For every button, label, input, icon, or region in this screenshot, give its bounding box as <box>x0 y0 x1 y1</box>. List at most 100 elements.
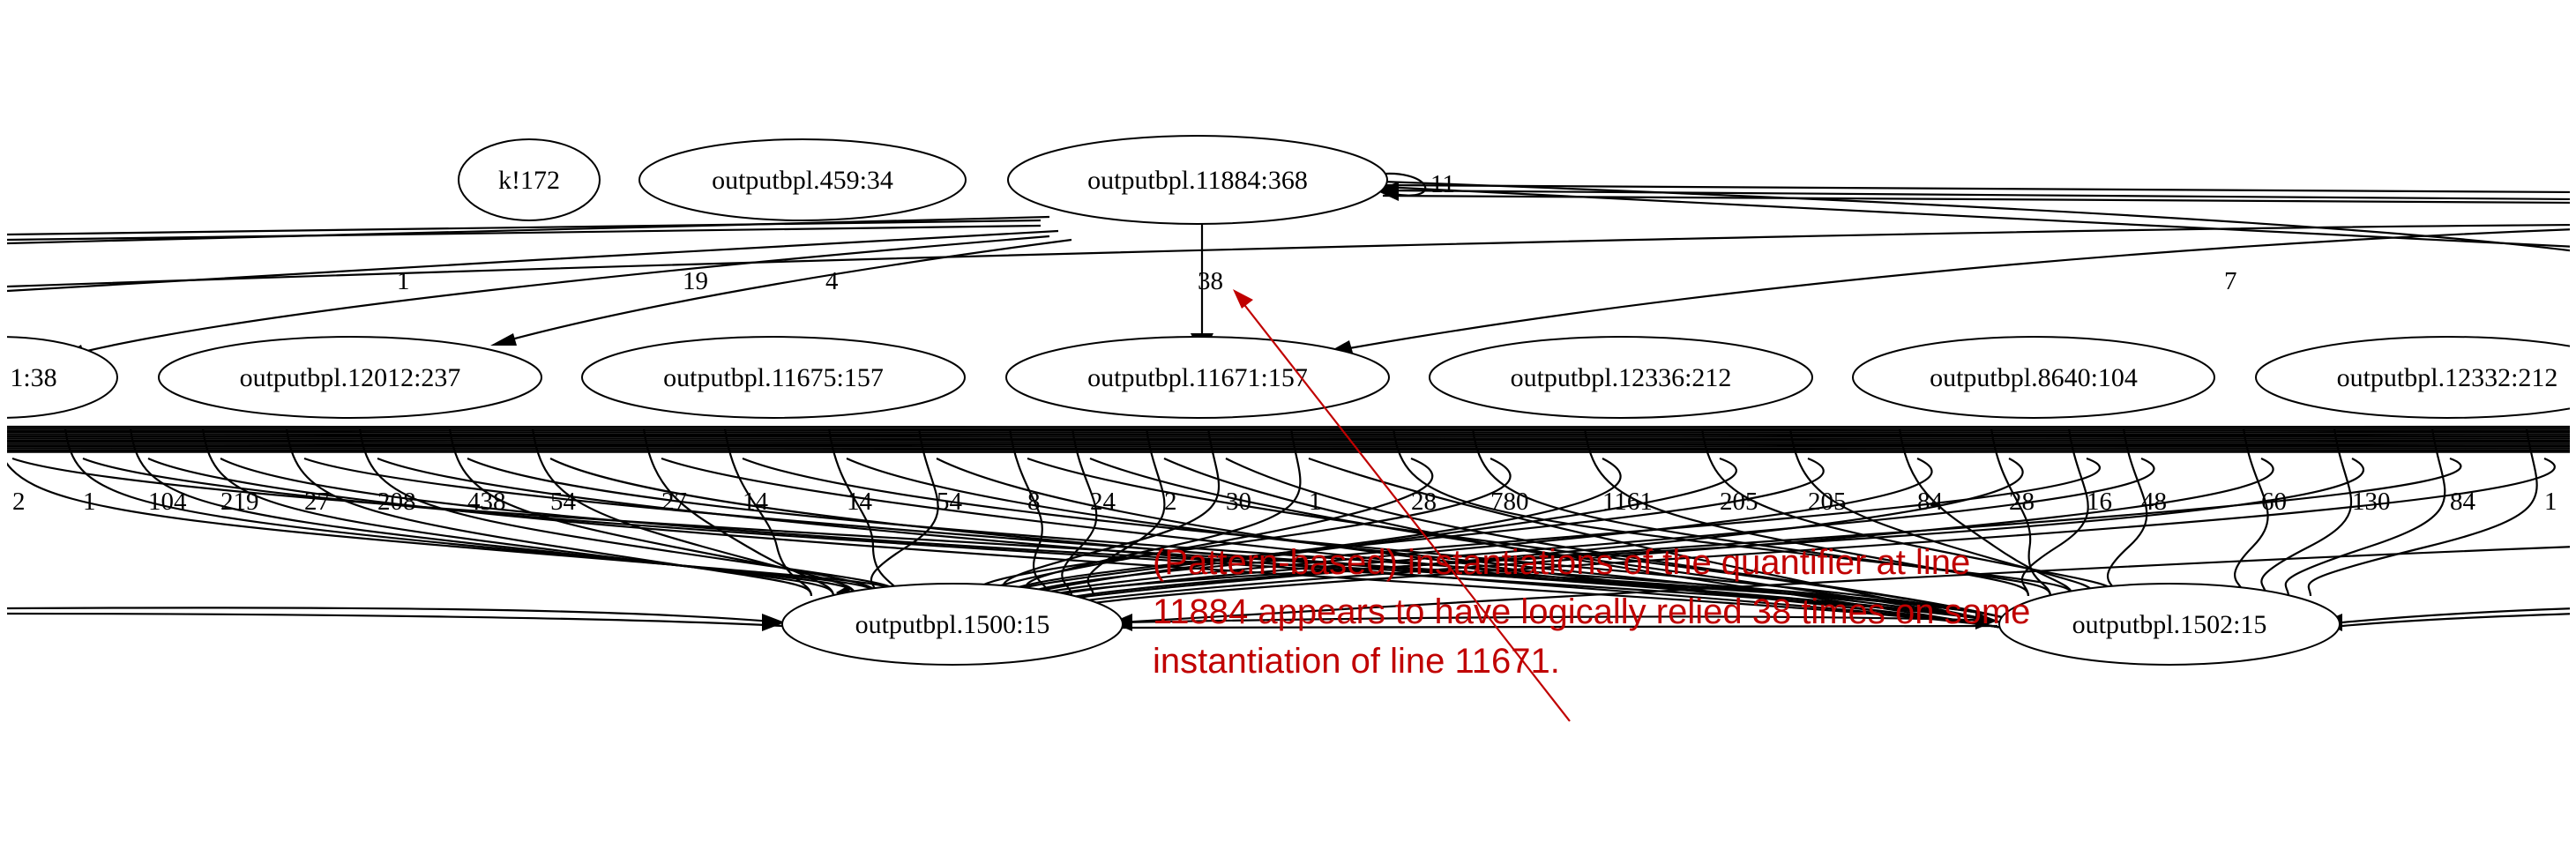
svg-text:outputbpl.11675:157: outputbpl.11675:157 <box>663 363 884 392</box>
bottom-edge <box>201 428 835 597</box>
bottom-edge <box>2020 428 2089 597</box>
svg-text:outputbpl.12336:212: outputbpl.12336:212 <box>1511 363 1732 392</box>
bottom-edge <box>642 428 835 597</box>
bottom-edge-label: 27 <box>304 488 330 516</box>
bottom-edge-label: 205 <box>1808 488 1847 516</box>
edge-label-to-12012-b: 4 <box>825 267 839 295</box>
svg-text:outputbpl.11671:157: outputbpl.11671:157 <box>1087 363 1308 392</box>
svg-text:outputbpl.12012:237: outputbpl.12012:237 <box>240 363 461 392</box>
node-11671[interactable]: outputbpl.11671:157 <box>1005 336 1390 419</box>
annotation-arrow <box>1233 289 1571 722</box>
bottom-edge-label: 60 <box>2261 488 2287 516</box>
node-12332[interactable]: outputbpl.12332:212 <box>2255 336 2576 419</box>
node-1502[interactable]: outputbpl.1502:15 <box>1998 583 2341 666</box>
annotation-line-3: instantiation of line 11671. <box>1153 642 1560 681</box>
bottom-edge-label: 219 <box>220 488 259 516</box>
bottom-edge-label: 54 <box>937 488 963 516</box>
node-11675[interactable]: outputbpl.11675:157 <box>581 336 966 419</box>
bottom-edge-label: 28 <box>1411 488 1437 516</box>
cross-edge <box>377 457 2003 629</box>
bundle-edge <box>7 436 2570 441</box>
svg-text:outputbpl.8640:104: outputbpl.8640:104 <box>1930 363 2138 392</box>
cross-edge <box>147 457 2003 629</box>
node-12336[interactable]: outputbpl.12336:212 <box>1429 336 1813 419</box>
svg-text:outputbpl.1502:15: outputbpl.1502:15 <box>2072 610 2267 639</box>
bundle-edge <box>7 445 2570 451</box>
edge-label-to-12012-a: 19 <box>683 267 708 295</box>
bottom-edge-label: 1 <box>83 488 96 516</box>
bottom-edge <box>1898 428 2074 597</box>
bundle-edge <box>7 438 2570 443</box>
edge-label-to-partial: 1 <box>397 267 410 295</box>
bottom-edge-label: 780 <box>1490 488 1529 516</box>
node-k172[interactable]: k!172 <box>458 138 601 221</box>
edge-label-self-loop: 11 <box>1430 170 1455 198</box>
bottom-edge <box>2234 428 2269 597</box>
self-loop-edge <box>1375 172 1427 197</box>
bundle-edge <box>7 450 2570 454</box>
bottom-edge <box>448 428 879 597</box>
long-bottom-edge <box>1119 546 2570 624</box>
svg-text:k!172: k!172 <box>498 166 560 195</box>
bottom-edge-label: 30 <box>1226 488 1251 516</box>
bottom-edge <box>2260 428 2353 597</box>
bottom-edge-label: 14 <box>847 488 873 516</box>
bottom-edge <box>531 428 857 597</box>
svg-text:outputbpl.1500:15: outputbpl.1500:15 <box>855 610 1050 639</box>
annotation-line-1: (Pattern-based) instantiations of the qu… <box>1153 543 1971 582</box>
bottom-edge <box>1583 428 2030 597</box>
bottom-edge <box>827 428 901 597</box>
node-8640[interactable]: outputbpl.8640:104 <box>1852 336 2215 419</box>
long-bottom-edge <box>2341 613 2570 628</box>
bottom-edge <box>1788 428 2096 597</box>
node-11884[interactable]: outputbpl.11884:368 <box>1007 135 1388 225</box>
long-bottom-edge <box>7 612 784 628</box>
bundle-edge <box>7 440 2570 444</box>
bottom-edge <box>358 428 901 597</box>
bottom-edge-label: 1 <box>1309 488 1322 516</box>
node-459[interactable]: outputbpl.459:34 <box>638 138 967 221</box>
cross-edge <box>1163 457 2003 629</box>
svg-text:1:38: 1:38 <box>10 363 56 392</box>
bottom-edge-label: 2 <box>12 488 26 516</box>
bottom-edge-label: 208 <box>377 488 416 516</box>
bottom-edge-label: 84 <box>1917 488 1944 516</box>
long-bottom-edge <box>1119 615 1998 624</box>
bundle-edge <box>7 442 2570 447</box>
cross-edge <box>846 457 2003 624</box>
cross-edge <box>220 458 2003 619</box>
bottom-edge <box>7 462 901 597</box>
node-1500[interactable]: outputbpl.1500:15 <box>781 583 1124 666</box>
long-bottom-edge <box>7 607 784 624</box>
bottom-edge <box>1086 428 1166 597</box>
bottom-edge-label: 2 <box>1164 488 1177 516</box>
bottom-edge-label: 130 <box>2352 488 2391 516</box>
bottom-edge <box>129 428 857 597</box>
bottom-edge <box>2307 428 2538 597</box>
bottom-edge-label: 8 <box>1027 488 1041 516</box>
bundle-edge <box>7 443 2570 449</box>
svg-text:outputbpl.459:34: outputbpl.459:34 <box>712 166 893 195</box>
bottom-edge-label: 14 <box>743 488 769 516</box>
bottom-edge <box>285 428 813 597</box>
bottom-edges <box>7 424 2570 629</box>
bottom-edge-label: 84 <box>2450 488 2476 516</box>
bottom-edge-label: 27 <box>661 488 687 516</box>
annotation-line-2: 11884 appears to have logically relied 3… <box>1153 592 2031 631</box>
bottom-edge <box>1471 428 2052 597</box>
svg-text:outputbpl.11884:368: outputbpl.11884:368 <box>1087 166 1308 195</box>
node-partial-1-38[interactable]: 1:38 <box>0 336 118 419</box>
long-bottom-edge <box>2341 607 2570 624</box>
bottom-edge-label: 1161 <box>1602 488 1653 516</box>
svg-text:outputbpl.12332:212: outputbpl.12332:212 <box>2337 363 2558 392</box>
bottom-edge-label: 205 <box>1720 488 1758 516</box>
bottom-edge-label: 54 <box>550 488 577 516</box>
bundle-edge <box>7 448 2570 452</box>
bottom-edge-label: 104 <box>148 488 187 516</box>
bottom-edge <box>2284 428 2446 597</box>
bottom-edge <box>1990 428 2052 597</box>
bottom-edge <box>870 428 939 597</box>
node-12012[interactable]: outputbpl.12012:237 <box>158 336 542 419</box>
